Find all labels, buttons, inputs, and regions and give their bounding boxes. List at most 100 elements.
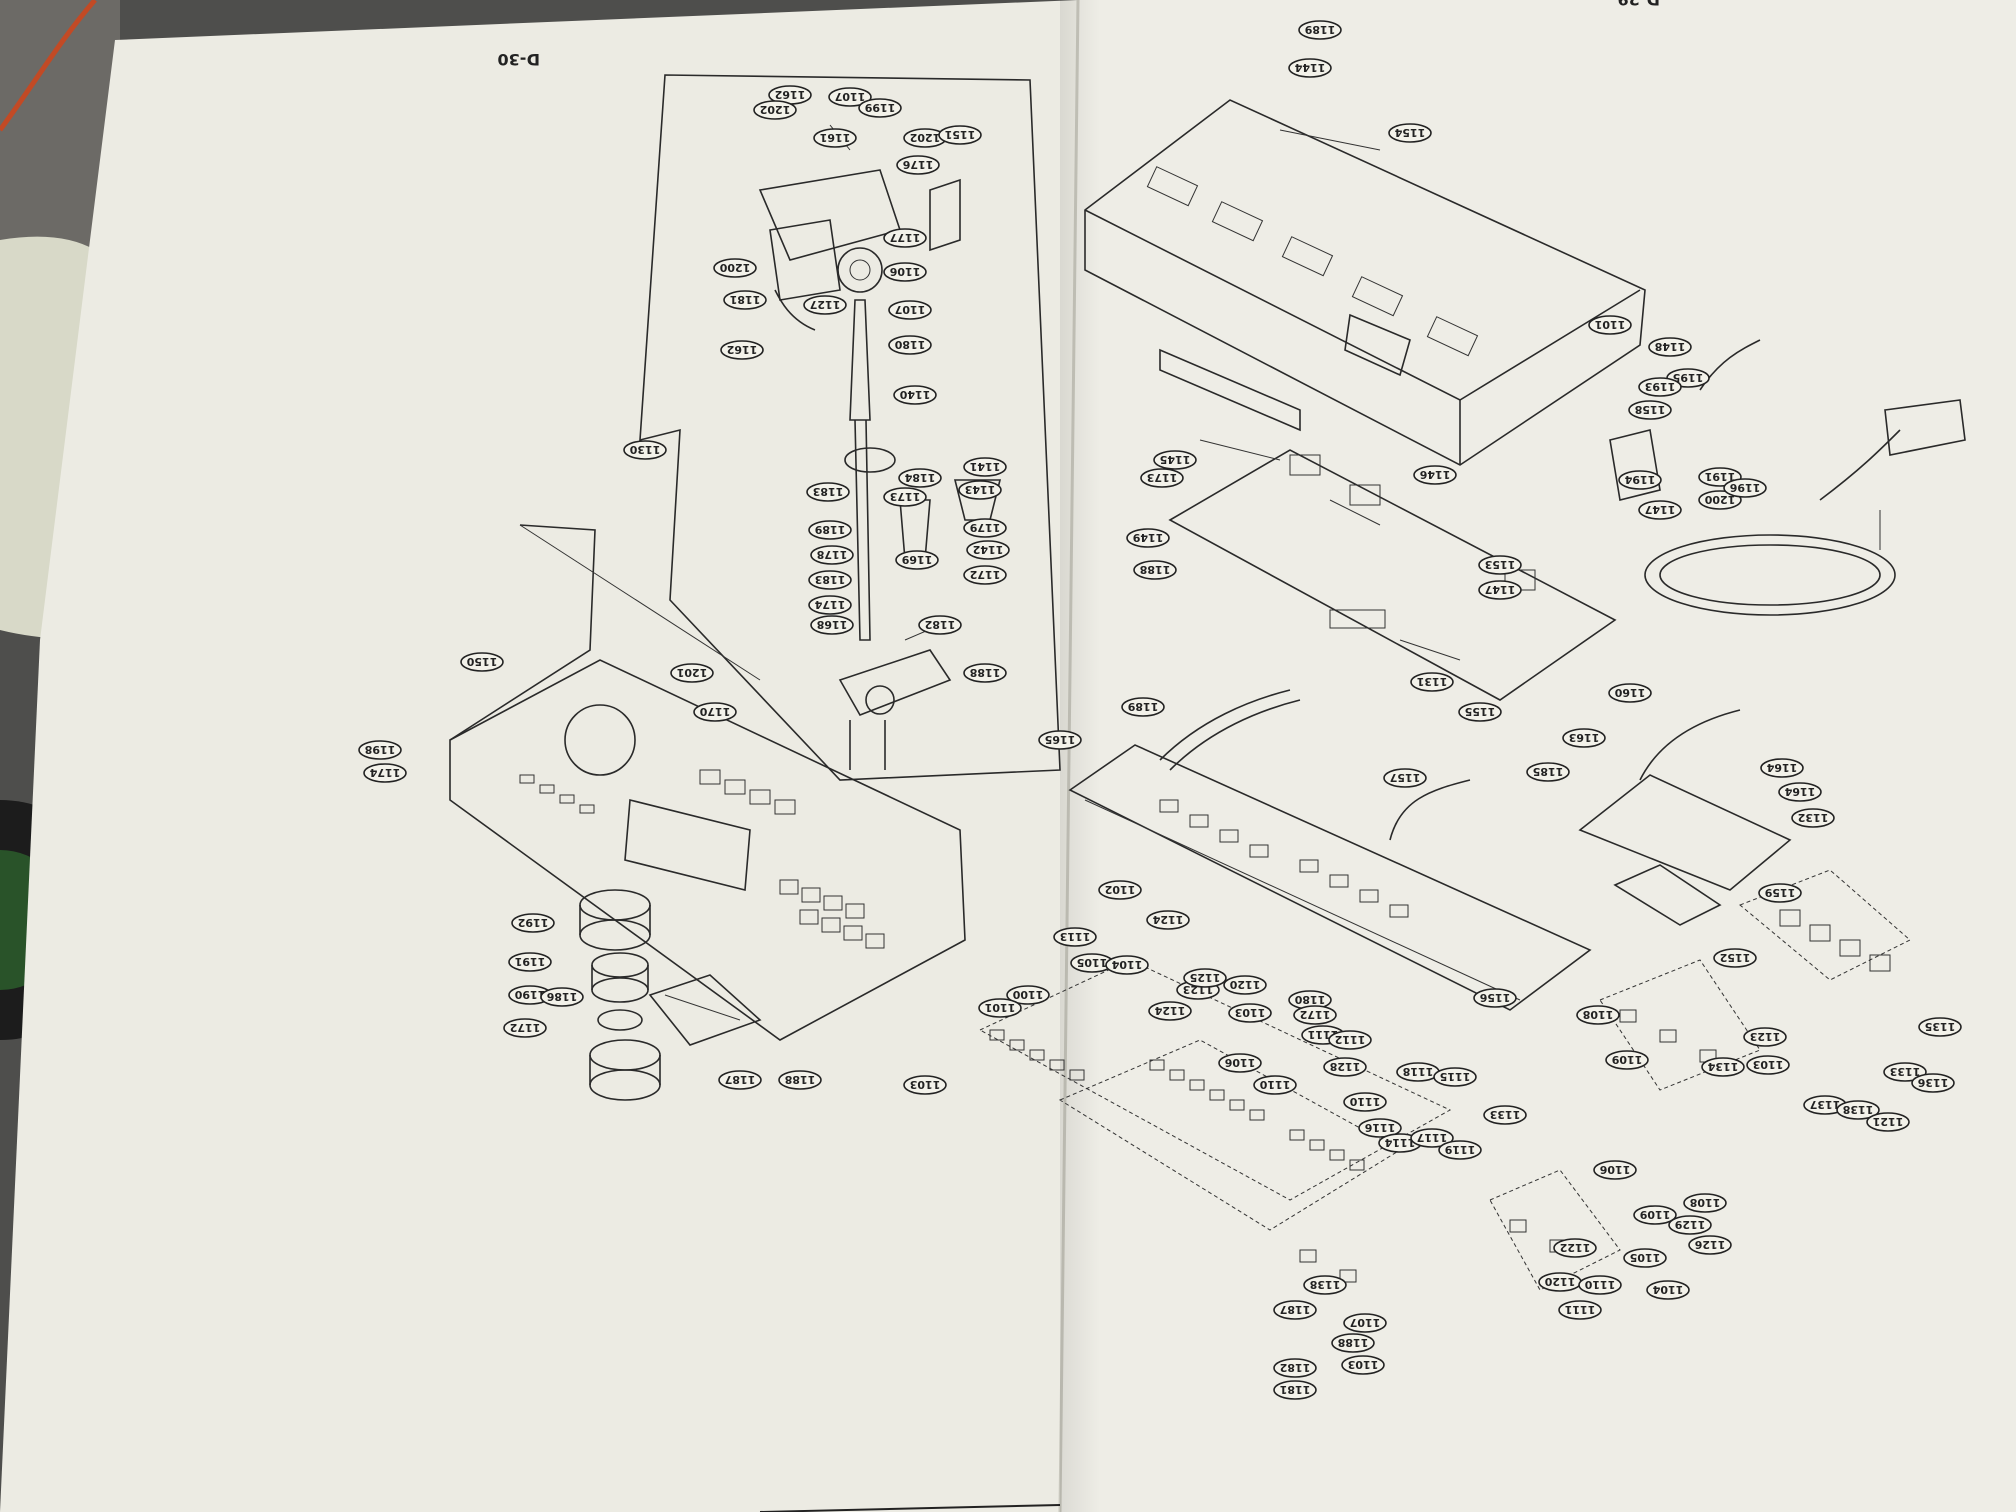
callout-part-number: 1186 (546, 990, 577, 1003)
callout-part-number: 1107 (835, 90, 866, 103)
callout-bubble (1006, 985, 1050, 1005)
part-callout-1172: 1172 (963, 565, 1007, 585)
callout-bubble (963, 663, 1007, 683)
part-callout-1113: 1113 (1053, 927, 1097, 947)
callout-part-number: 1104 (1652, 1283, 1683, 1296)
part-callout-1158: 1158 (1628, 400, 1672, 420)
callout-bubble (358, 740, 402, 760)
part-callout-1187: 1187 (718, 1070, 762, 1090)
part-callout-1170: 1170 (693, 702, 737, 722)
part-callout-1176: 1176 (896, 155, 940, 175)
callout-part-number: 1181 (730, 293, 761, 306)
callout-bubble (1683, 1193, 1727, 1213)
callout-part-number: 1193 (1645, 380, 1676, 393)
part-callout-1202: 1202 (753, 100, 797, 120)
part-callout-1191: 1191 (508, 952, 552, 972)
callout-bubble (1293, 1005, 1337, 1025)
callout-bubble (1918, 1017, 1962, 1037)
page-number-right: D-29 (1618, 0, 1660, 9)
callout-bubble (1388, 123, 1432, 143)
callout-bubble (1558, 1300, 1602, 1320)
part-callout-1127: 1127 (803, 295, 847, 315)
callout-bubble (1038, 730, 1082, 750)
part-callout-1141: 1141 (963, 457, 1007, 477)
part-callout-1136: 1136 (1911, 1073, 1955, 1093)
callout-part-number: 1107 (1350, 1316, 1381, 1329)
part-callout-1152: 1152 (1713, 948, 1757, 968)
part-callout-1106: 1106 (883, 262, 927, 282)
callout-bubble (1273, 1380, 1317, 1400)
part-callout-1174: 1174 (363, 763, 407, 783)
callout-part-number: 1195 (1673, 371, 1704, 384)
callout-bubble (1605, 1050, 1649, 1070)
part-callout-1200: 1200 (1698, 490, 1742, 510)
callout-bubble (1433, 1067, 1477, 1087)
callout-part-number: 1147 (1645, 503, 1676, 516)
callout-bubble (1791, 808, 1835, 828)
part-callout-1181: 1181 (723, 290, 767, 310)
callout-part-number: 1143 (965, 483, 996, 496)
callout-bubble (963, 565, 1007, 585)
part-callout-1143: 1143 (958, 480, 1002, 500)
callout-bubble (883, 487, 927, 507)
callout-bubble (893, 385, 937, 405)
callout-bubble (898, 468, 942, 488)
callout-part-number: 1200 (1704, 493, 1735, 506)
callout-bubble (978, 998, 1022, 1018)
callout-part-number: 1180 (1294, 993, 1325, 1006)
callout-bubble (1638, 377, 1682, 397)
callout-part-number: 1128 (1330, 1060, 1361, 1073)
part-callout-1116: 1116 (1358, 1118, 1402, 1138)
part-callout-1185: 1185 (1526, 762, 1570, 782)
callout-bubble (808, 520, 852, 540)
callout-part-number: 1136 (1917, 1076, 1948, 1089)
part-callout-1172: 1172 (1293, 1005, 1337, 1025)
callout-part-number: 1155 (1465, 705, 1496, 718)
callout-part-number: 1194 (1624, 473, 1655, 486)
callout-bubble (1648, 337, 1692, 357)
callout-bubble (1438, 1140, 1482, 1160)
part-callout-1121: 1121 (1866, 1112, 1910, 1132)
callout-part-number: 1177 (890, 231, 921, 244)
callout-bubble (888, 335, 932, 355)
main-panel-board (1068, 744, 1592, 1011)
part-callout-1128: 1128 (1323, 1057, 1367, 1077)
callout-bubble (1638, 500, 1682, 520)
callout-part-number: 1188 (785, 1073, 816, 1086)
callout-part-number: 1161 (820, 131, 851, 144)
callout-bubble (1153, 450, 1197, 470)
part-callout-1181: 1181 (1273, 1380, 1317, 1400)
callout-part-number: 1191 (515, 955, 546, 968)
callout-part-number: 1129 (1675, 1218, 1706, 1231)
callout-part-number: 1184 (904, 471, 935, 484)
callout-bubble (1576, 1005, 1620, 1025)
callout-bubble (511, 913, 555, 933)
callout-bubble (1358, 1118, 1402, 1138)
callout-bubble (1628, 400, 1672, 420)
callout-bubble (963, 518, 1007, 538)
callout-bubble (1228, 1003, 1272, 1023)
part-callout-1188: 1188 (1133, 560, 1177, 580)
spine-shade (1060, 0, 1100, 1512)
part-callout-1190: 1190 (508, 985, 552, 1005)
part-callout-1105: 1105 (1070, 953, 1114, 973)
callout-bubble (1218, 1053, 1262, 1073)
callout-part-number: 1157 (1390, 771, 1421, 784)
callout-bubble (1478, 580, 1522, 600)
callout-bubble (1146, 910, 1190, 930)
callout-part-number: 1163 (1569, 731, 1600, 744)
part-callout-1180: 1180 (888, 335, 932, 355)
part-callout-1151: 1151 (938, 125, 982, 145)
callout-bubble (1758, 883, 1802, 903)
callout-part-number: 1122 (1560, 1241, 1591, 1254)
callout-part-number: 1182 (1280, 1361, 1311, 1374)
callout-bubble (1760, 758, 1804, 778)
callout-part-number: 1100 (1012, 988, 1043, 1001)
part-callout-1155: 1155 (1458, 702, 1502, 722)
callout-part-number: 1151 (945, 128, 976, 141)
page-number-left: D-30 (498, 50, 540, 69)
part-callout-1161: 1161 (813, 128, 857, 148)
callout-part-number: 1145 (1160, 453, 1191, 466)
callout-part-number: 1154 (1394, 126, 1425, 139)
